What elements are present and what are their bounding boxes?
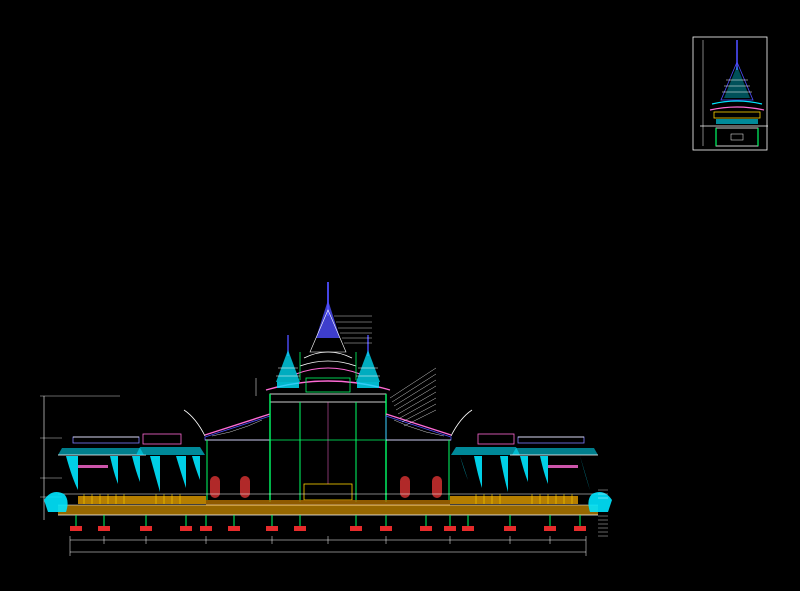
window-left-2 <box>240 476 250 498</box>
side-roof-tiers <box>700 100 768 127</box>
main-elevation[interactable] <box>40 282 612 556</box>
right-inner-wing <box>450 409 520 492</box>
left-inner-wing <box>136 409 206 492</box>
roof-callout-leaders <box>389 367 437 427</box>
spire-callout-leaders <box>334 315 372 344</box>
height-dimension-left <box>40 378 257 520</box>
side-body <box>715 127 759 147</box>
side-elevation[interactable] <box>692 36 768 151</box>
left-outer-wing <box>58 436 146 490</box>
right-outer-wing <box>510 436 598 490</box>
left-hall <box>204 413 271 500</box>
base-callout-leaders <box>598 489 608 537</box>
side-elevation-frame <box>692 36 768 151</box>
railing-balusters <box>83 494 573 504</box>
right-hall <box>385 413 452 500</box>
width-dimension <box>69 536 587 556</box>
foundation-piers <box>70 515 586 531</box>
window-left-1 <box>210 476 220 498</box>
window-right-2 <box>432 476 442 498</box>
central-tower <box>265 282 391 502</box>
window-right-1 <box>400 476 410 498</box>
peacock-ornament-icon <box>44 492 612 512</box>
side-spire <box>720 40 754 101</box>
deck <box>58 493 598 516</box>
